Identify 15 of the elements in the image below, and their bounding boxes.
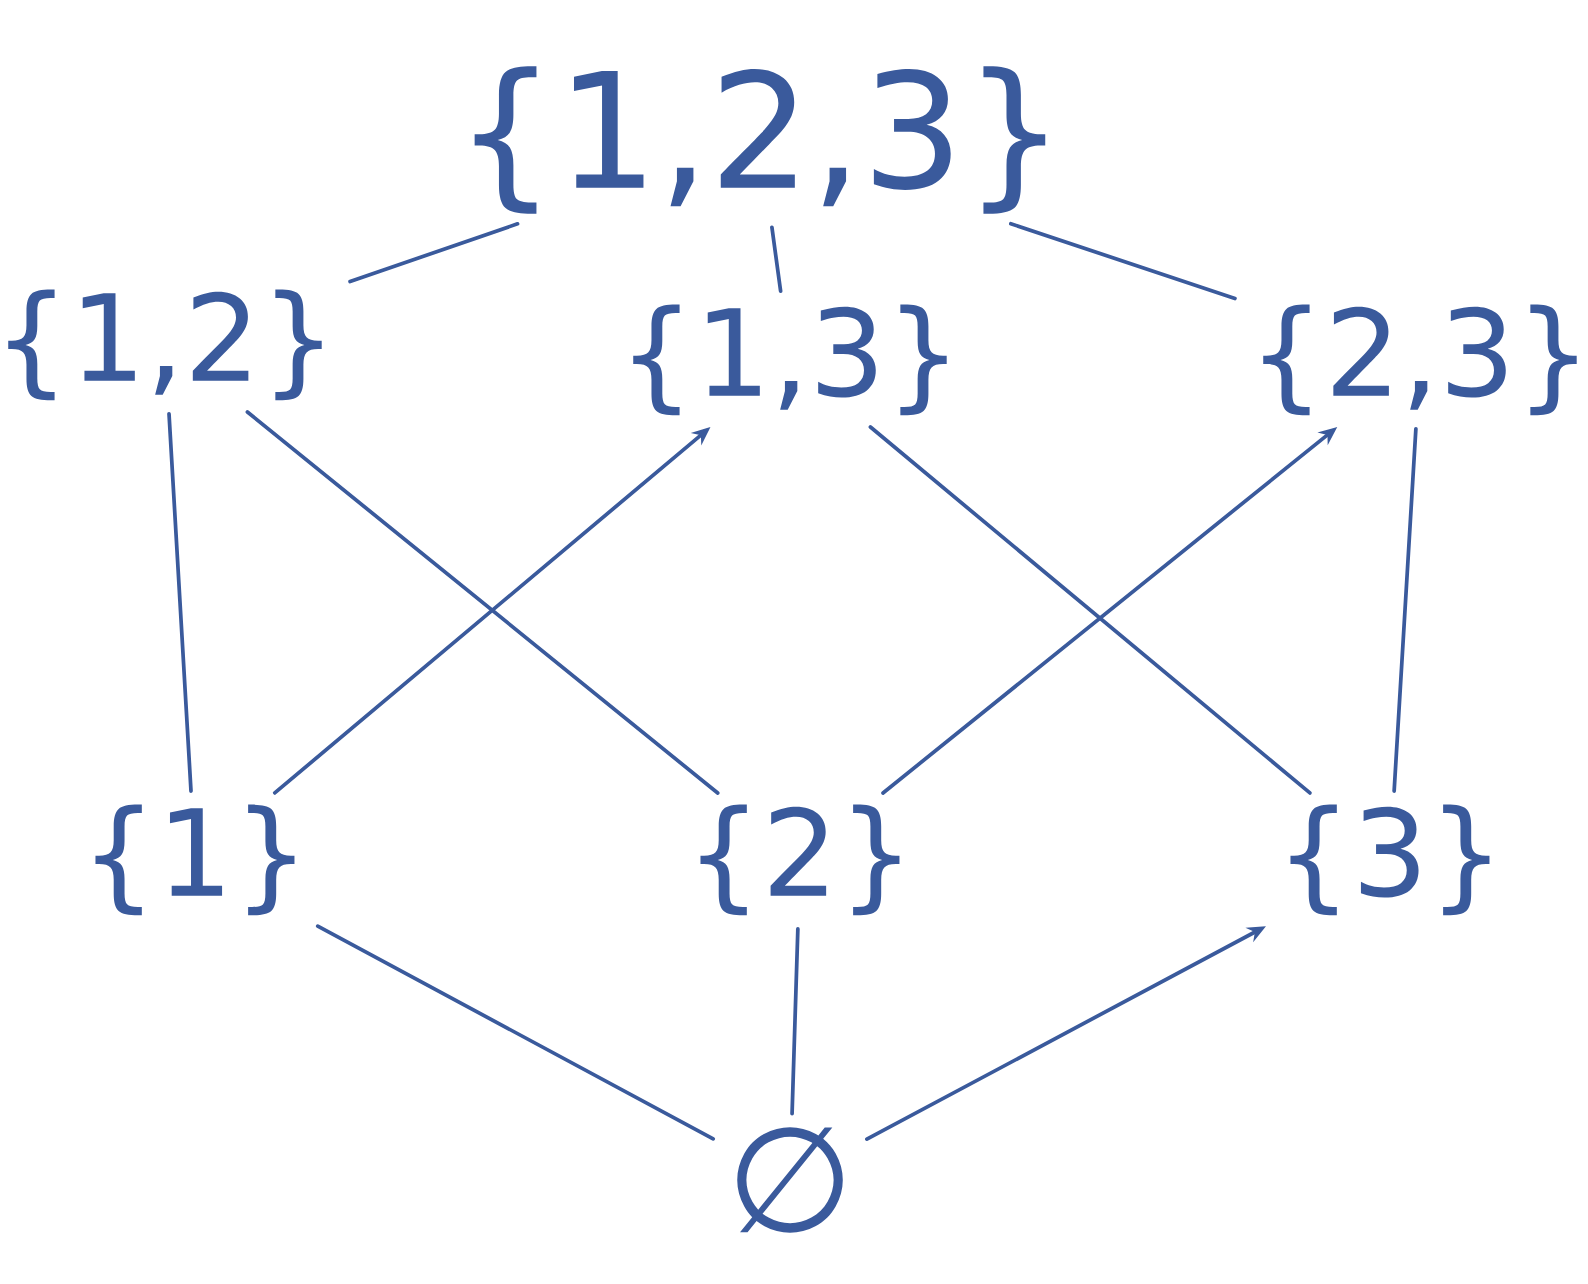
set-label: {2,3} [1263,304,1577,416]
set-label: {3} [1290,804,1490,916]
set-label: ∅ [737,1127,843,1233]
connector-line [167,412,193,793]
set-label: {1,2,3} [474,66,1046,214]
set-label: {1} [95,804,295,916]
connector-line [790,927,800,1116]
connector-line [1392,427,1418,793]
connector-line [348,221,520,284]
set-label: {1,2} [8,289,322,401]
connector-line [315,924,716,1141]
set-label: {2} [700,804,900,916]
connector-line [770,225,783,293]
set-label: {1,3} [633,304,947,416]
connector-line [1008,221,1237,301]
